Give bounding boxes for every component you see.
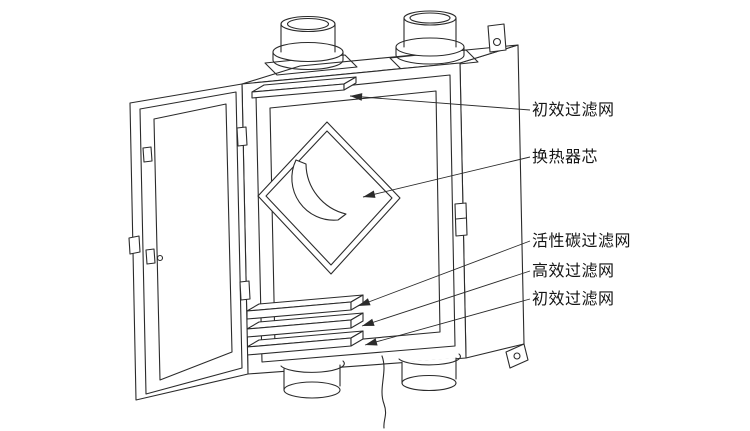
arrowhead (365, 338, 378, 346)
arrowhead (358, 298, 371, 306)
door-hinges (236, 126, 251, 301)
interior-back-panel (269, 90, 441, 348)
core-inner-frame (265, 130, 393, 266)
keyhole (156, 254, 164, 262)
leader-high-efficiency-filter (361, 270, 531, 327)
bottom-duct-left (280, 360, 345, 399)
duct-rim (286, 17, 330, 31)
mounting-tab (505, 343, 529, 369)
door-panel-recess (153, 103, 233, 381)
arrowhead (350, 93, 363, 101)
mounting-hole (513, 352, 521, 360)
door (128, 83, 249, 401)
label-heat-exchanger-core: 换热器芯 (532, 147, 599, 166)
leader-heat-exchanger-core (362, 156, 531, 198)
arrowhead (362, 318, 375, 326)
leader-lines (349, 93, 531, 346)
label-primary-filter-top: 初效过滤网 (532, 100, 615, 119)
duct-collar (280, 360, 345, 373)
arrowhead (363, 190, 376, 198)
core-outline (257, 121, 401, 275)
door-latch (128, 146, 164, 265)
front-opening-inner (255, 74, 456, 363)
lock-catch (454, 202, 468, 237)
top-duct-left (272, 15, 344, 71)
hanger-hole (492, 37, 502, 47)
label-high-efficiency-filter: 高效过滤网 (532, 261, 615, 280)
top-filter-tray (251, 76, 357, 99)
filter-slab-hepa (246, 312, 364, 338)
leader-primary-filter-bottom (364, 298, 531, 346)
filter-slab-primary (246, 330, 364, 356)
leader-activated-carbon-filter (357, 240, 531, 307)
leader-primary-filter-top (349, 93, 531, 111)
door-edge-inset (139, 91, 243, 395)
filter-stack (246, 294, 364, 356)
duct-collar (398, 353, 461, 366)
door-outline (129, 83, 249, 401)
cabinet-right-face (459, 44, 525, 359)
hanger-bracket (487, 23, 507, 53)
duct-rim (409, 12, 451, 24)
heat-exchanger-core (257, 121, 401, 275)
top-duct-right (395, 10, 465, 65)
label-primary-filter-bottom: 初效过滤网 (532, 289, 615, 308)
power-cable (381, 355, 387, 429)
airflow-swoosh (291, 159, 347, 221)
bottom-duct-right (398, 353, 461, 392)
label-activated-carbon-filter: 活性碳过滤网 (532, 231, 632, 250)
